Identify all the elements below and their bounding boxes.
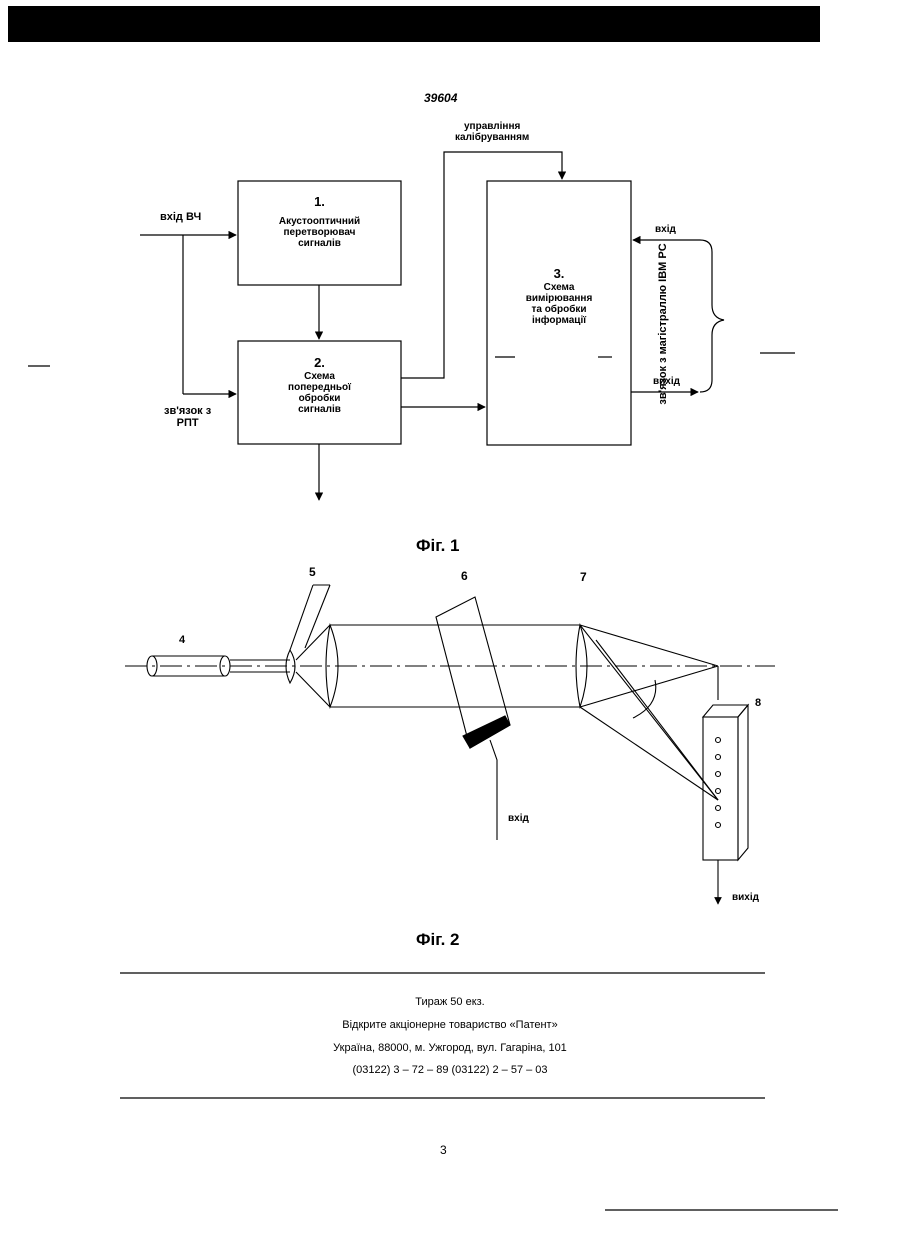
calibration-label: управління калібруванням — [455, 121, 529, 143]
footer-phones: (03122) 3 – 72 – 89 (03122) 2 – 57 – 03 — [0, 1064, 900, 1076]
footer-publisher: Відкрите акціонерне товариство «Патент» — [0, 1019, 900, 1031]
fig1-caption: Фіг. 1 — [416, 536, 460, 556]
page-number: 3 — [440, 1143, 447, 1157]
ibm-pc-link-label: зв'язок з магістраллю IBM PC — [657, 234, 669, 414]
fig2-input-label: вхід — [508, 813, 529, 824]
fig2-optical-scheme — [125, 585, 775, 904]
label-8: 8 — [755, 697, 761, 709]
input-hf-label: вхід ВЧ — [160, 211, 201, 223]
footer-circulation: Тираж 50 екз. — [0, 996, 900, 1008]
label-7: 7 — [580, 570, 587, 584]
footer-address: Україна, 88000, м. Ужгород, вул. Гагарін… — [0, 1042, 900, 1054]
fig2-caption: Фіг. 2 — [416, 930, 460, 950]
block-1-label: 1. Акустооптичний перетворювач сигналів — [238, 194, 401, 249]
rpt-link-label: зв'язок з РПТ — [164, 405, 211, 429]
label-5: 5 — [309, 565, 316, 579]
label-6: 6 — [461, 569, 468, 583]
label-4: 4 — [179, 634, 185, 646]
fig2-output-label: вихід — [732, 892, 759, 903]
block-3-label: 3. Схема вимірювання та обробки інформац… — [487, 266, 631, 326]
block-2-label: 2. Схема попередньої обробки сигналів — [238, 355, 401, 415]
